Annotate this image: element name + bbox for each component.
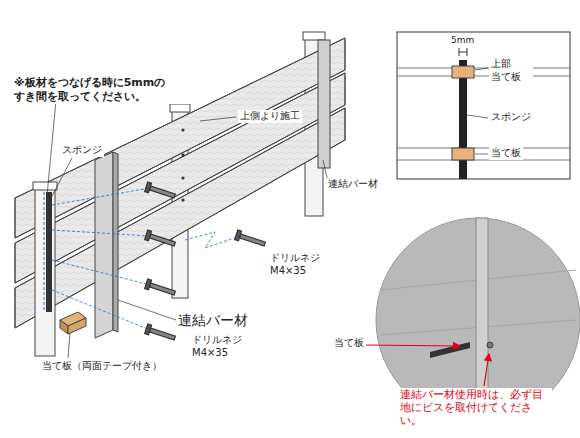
label-text: ドリルネジ M4×35 <box>190 334 256 359</box>
label-text: スポンジ <box>60 144 104 157</box>
label-text: 当て板 <box>489 147 523 160</box>
label-text: スポンジ <box>489 111 533 124</box>
label-text: ※板材をつなげる時に5mmの すき間を取ってください。 <box>12 76 191 104</box>
label-text: 上部 当て板 <box>489 58 533 83</box>
label-text: 連結バー材使用時は、必ず目地にビスを取付けてください。 <box>398 388 552 427</box>
label-text: 当て板 <box>332 337 366 350</box>
label-text: 上側より施工 <box>238 110 302 123</box>
label-text: ドリルネジ M4×35 <box>268 252 334 277</box>
label-text: 連結バー材 <box>326 178 380 191</box>
label-text: 5mm <box>449 35 476 46</box>
label-text: 当て板（両面テープ付き） <box>40 360 164 373</box>
label-text: 連結バー材 <box>176 312 250 330</box>
